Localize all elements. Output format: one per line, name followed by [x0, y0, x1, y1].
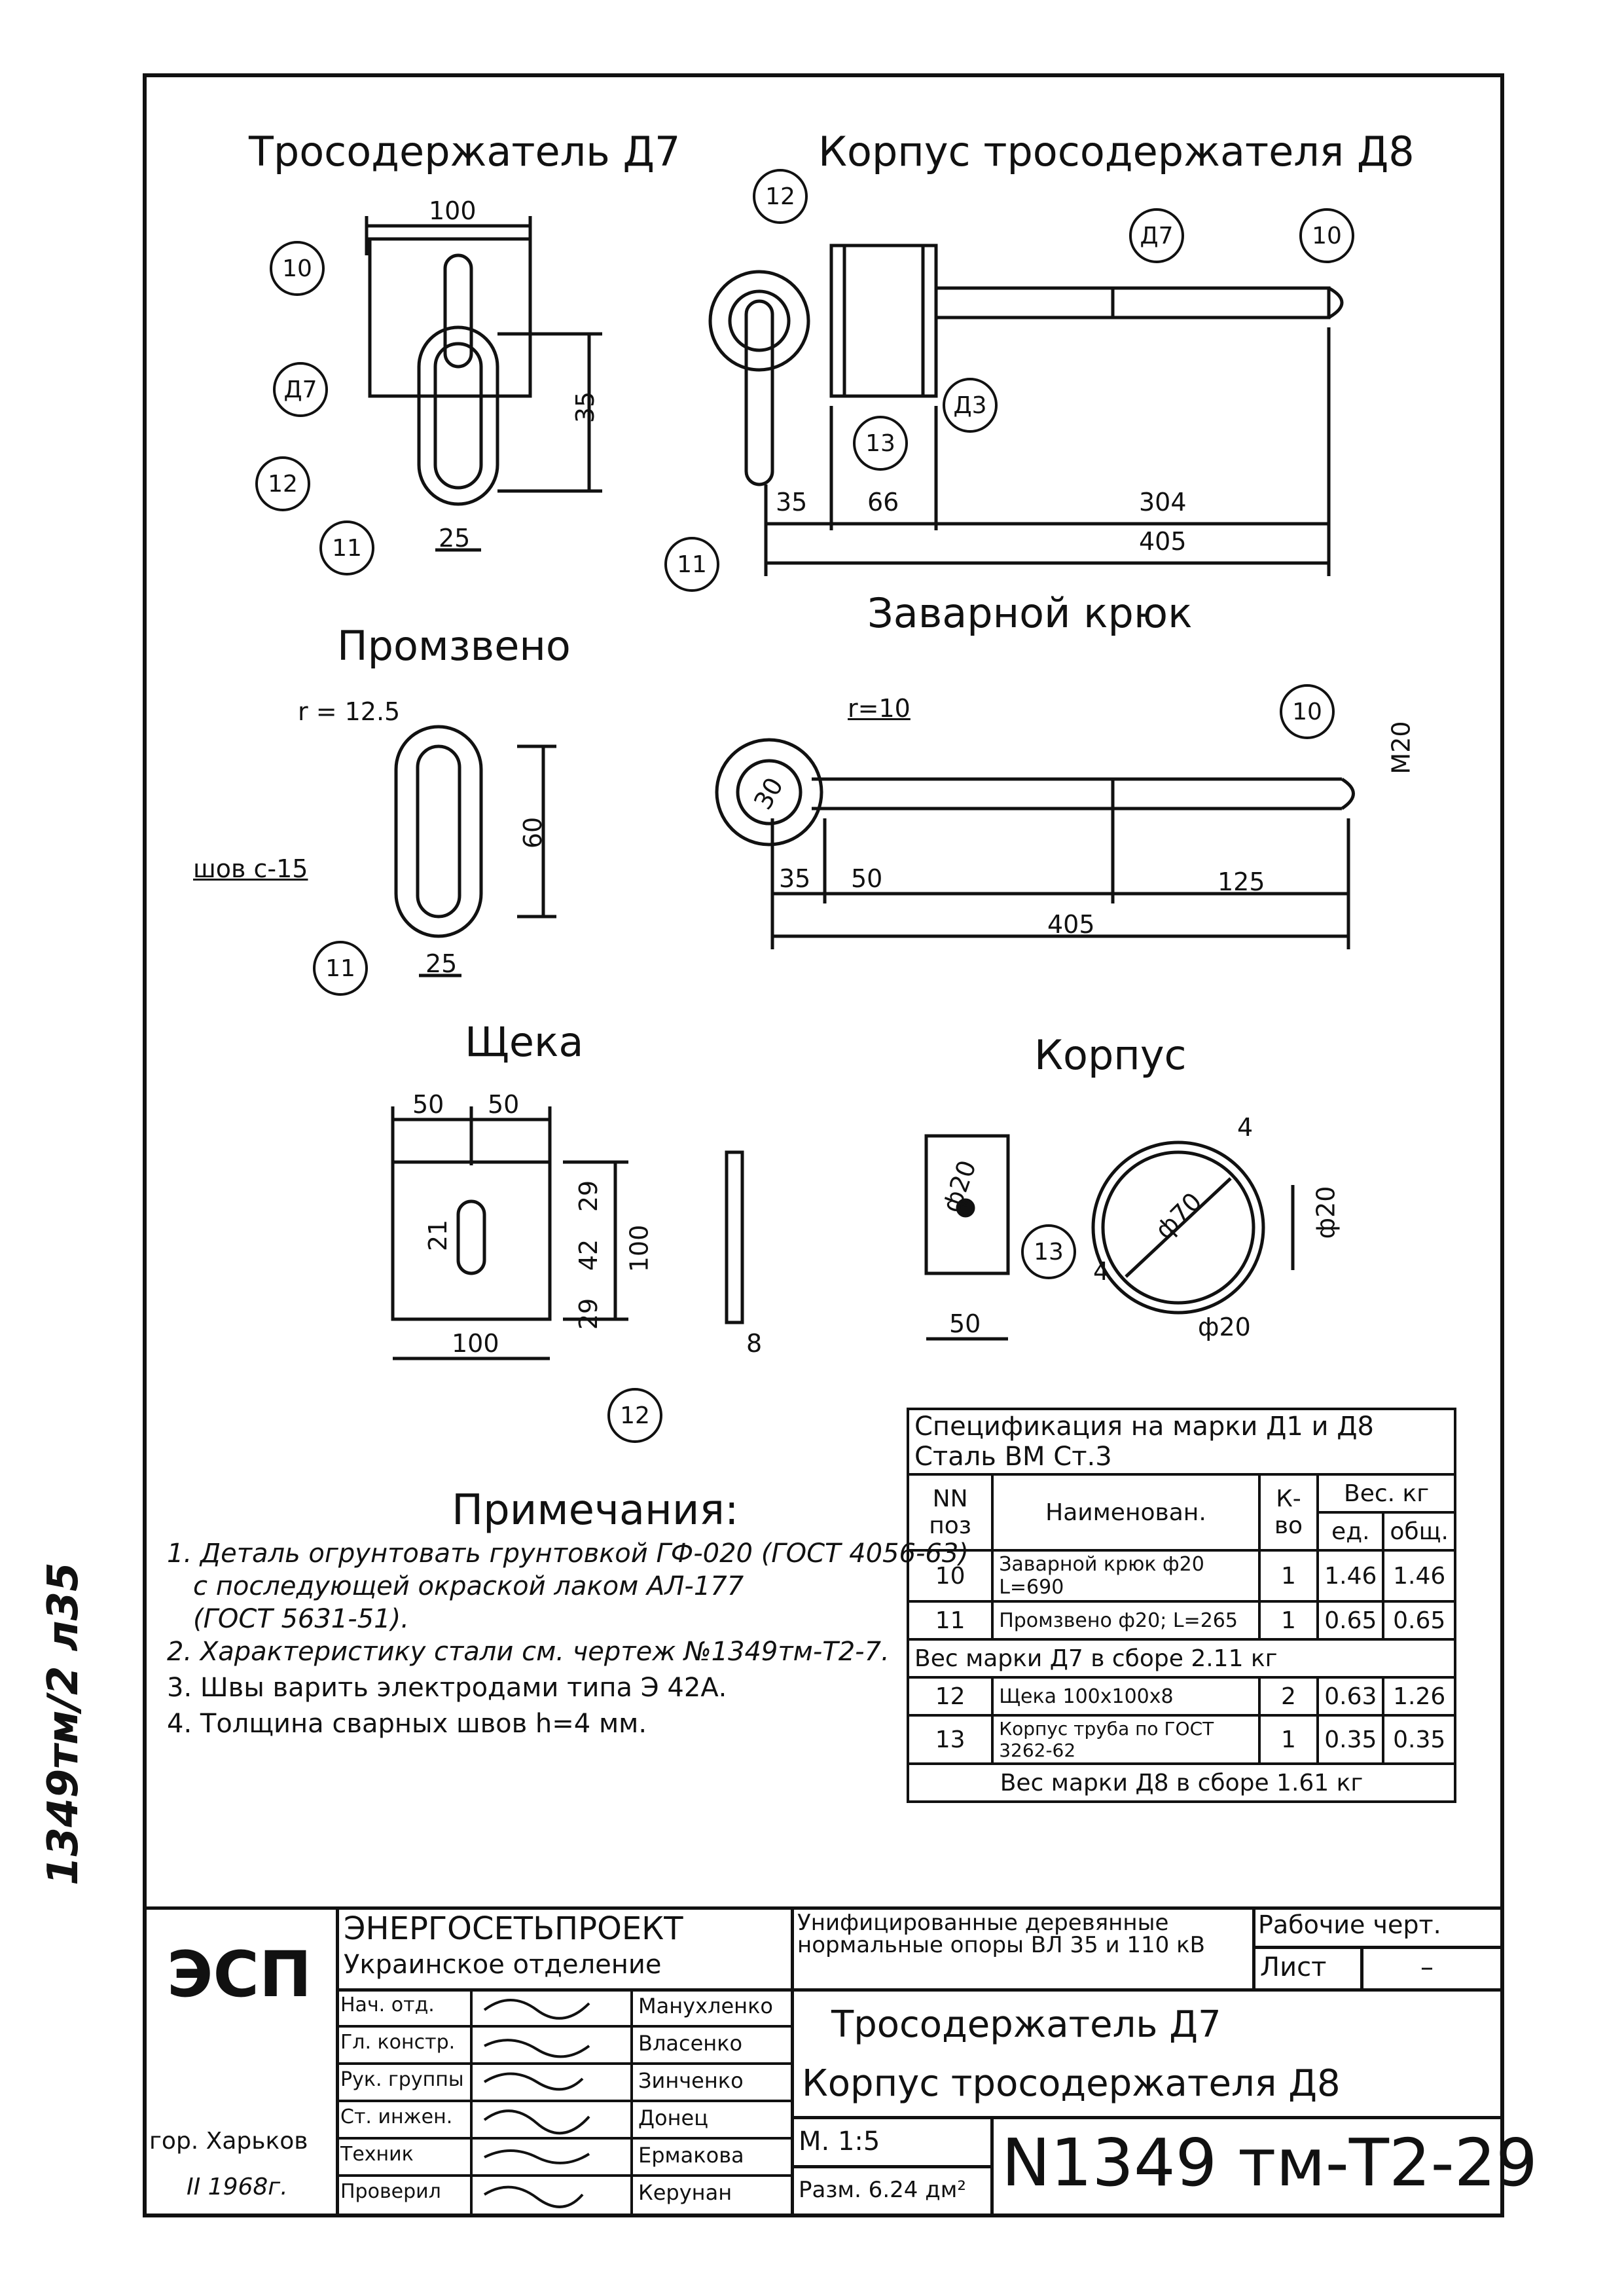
role: Ст. инжен. — [340, 2105, 453, 2128]
role: Рук. группы — [340, 2068, 464, 2091]
logo: ЭСП — [167, 1938, 312, 2011]
notes-title: Примечания: — [452, 1486, 739, 1535]
dim-label: 35 — [779, 864, 811, 893]
person: Власенко — [638, 2031, 743, 2056]
dim-label: 8 — [746, 1329, 763, 1358]
note-line: с последующей окраской лаком АЛ-177 — [193, 1571, 744, 1601]
callout-12: 12 — [607, 1388, 662, 1443]
korpus-part-title: Корпус — [1034, 1031, 1187, 1079]
total-d8: Вес марки Д8 в сборе 1.61 кг — [907, 1762, 1456, 1803]
table-row: 11 Промзвено ф20; L=265 1 0.65 0.65 — [906, 1600, 1456, 1641]
dim-label: 100 — [452, 1329, 499, 1358]
header-weight: Вес. кг — [1316, 1473, 1456, 1514]
dim-label: r = 12.5 — [298, 697, 401, 726]
note-line: 3. Швы варить электродами типа Э 42А. — [167, 1673, 727, 1703]
drawing-title-line2: Корпус тросодержателя Д8 — [802, 2062, 1341, 2105]
dim-label: 125 — [1218, 867, 1265, 896]
callout-12: 12 — [255, 456, 310, 511]
dim-label: r=10 — [848, 694, 911, 723]
size: Разм. 6.24 дм² — [799, 2177, 966, 2203]
person: Манухленко — [638, 1994, 773, 2018]
specification-table: Спецификация на марки Д1 и Д8 Сталь ВМ С… — [906, 1408, 1456, 1803]
role: Проверил — [340, 2180, 441, 2203]
role: Гл. констр. — [340, 2031, 456, 2054]
dim-label: 4 — [1237, 1113, 1254, 1142]
person: Зинченко — [638, 2068, 744, 2093]
person: Керунан — [638, 2180, 732, 2205]
dim-label: 35 — [776, 488, 808, 517]
role: Нач. отд. — [340, 1994, 435, 2016]
callout-11: 11 — [664, 537, 719, 592]
callout-d3: Д3 — [943, 378, 998, 433]
sheet-label: Лист — [1260, 1952, 1327, 1982]
person: Донец — [638, 2105, 708, 2130]
dim-label: 50 — [851, 864, 883, 893]
project-title: Унифицированные деревянные нормальные оп… — [797, 1910, 1205, 1958]
note-line: 1. Деталь огрунтовать грунтовкой ГФ-020 … — [167, 1539, 969, 1569]
table-row: 12 Щека 100х100х8 2 0.63 1.26 — [906, 1676, 1456, 1717]
callout-12: 12 — [753, 169, 808, 224]
weld-label: шов с-15 — [193, 854, 308, 883]
dim-label: 405 — [1047, 910, 1095, 939]
dim-label: 100 — [429, 196, 477, 225]
dim-label: 25 — [425, 949, 458, 978]
number-cell — [990, 2116, 1504, 2217]
dim-label: 304 — [1139, 488, 1187, 517]
sheet-value: – — [1420, 1952, 1434, 1982]
callout-13: 13 — [853, 416, 908, 471]
zavarnoy-kryuk-title: Заварной крюк — [867, 589, 1193, 637]
note-line: 4. Толщина сварных швов h=4 мм. — [167, 1709, 647, 1739]
note-line: (ГОСТ 5631-51). — [193, 1604, 409, 1634]
spec-title: Спецификация на марки Д1 и Д8 Сталь ВМ С… — [907, 1408, 1456, 1476]
dim-label: 50 — [412, 1090, 444, 1119]
drawing-number: N1349 тм-Т2-29 — [1001, 2124, 1538, 2201]
side-stamp: 1349тм/2 л35 — [39, 1562, 88, 1886]
note-line: 2. Характеристику стали см. чертеж №1349… — [167, 1637, 890, 1667]
table-row: 10 Заварной крюк ф20 L=690 1 1.46 1.46 — [906, 1549, 1456, 1603]
callout-10: 10 — [1299, 208, 1354, 263]
dim-label: 405 — [1139, 527, 1187, 556]
callout-10: 10 — [270, 241, 325, 296]
header-name: Наименован. — [991, 1473, 1261, 1552]
role: Техник — [340, 2143, 414, 2166]
dim-label: 50 — [949, 1309, 981, 1338]
header-total: общ. — [1382, 1511, 1456, 1552]
person: Ермакова — [638, 2143, 744, 2168]
trosoderzhatel-title: Тросодержатель Д7 — [249, 128, 681, 175]
table-row: 13 Корпус труба по ГОСТ 3262-62 1 0.35 0… — [906, 1714, 1456, 1765]
korpus-assembly-title: Корпус тросодержателя Д8 — [818, 128, 1415, 175]
callout-11: 11 — [313, 941, 368, 996]
org-name: ЭНЕРГОСЕТЬПРОЕКТ — [344, 1910, 683, 1947]
total-d7: Вес марки Д7 в сборе 2.11 кг — [907, 1638, 1456, 1679]
dim-label: 50 — [488, 1090, 520, 1119]
callout-d7: Д7 — [1129, 208, 1184, 263]
callout-10: 10 — [1280, 684, 1335, 739]
dim-label: 66 — [867, 488, 899, 517]
scheka-title: Щека — [465, 1018, 584, 1066]
city: гор. Харьков — [149, 2128, 308, 2155]
header-pos: NN поз — [906, 1473, 994, 1552]
date: II 1968г. — [187, 2174, 288, 2200]
dim-label: 4 — [1093, 1257, 1110, 1286]
callout-11: 11 — [319, 520, 374, 575]
scale: М. 1:5 — [799, 2126, 880, 2157]
callout-d7: Д7 — [273, 362, 328, 417]
dim-label: 25 — [439, 524, 471, 553]
org-subname: Украинское отделение — [344, 1950, 662, 1980]
stage: Рабочие черт. — [1258, 1910, 1441, 1939]
header-unit: ед. — [1316, 1511, 1385, 1552]
promzveno-title: Промзвено — [337, 622, 571, 670]
dim-label: ф20 — [1198, 1313, 1251, 1341]
drawing-title-line1: Тросодержатель Д7 — [831, 2003, 1221, 2046]
callout-13: 13 — [1021, 1224, 1076, 1279]
header-qty: К-во — [1257, 1473, 1320, 1552]
